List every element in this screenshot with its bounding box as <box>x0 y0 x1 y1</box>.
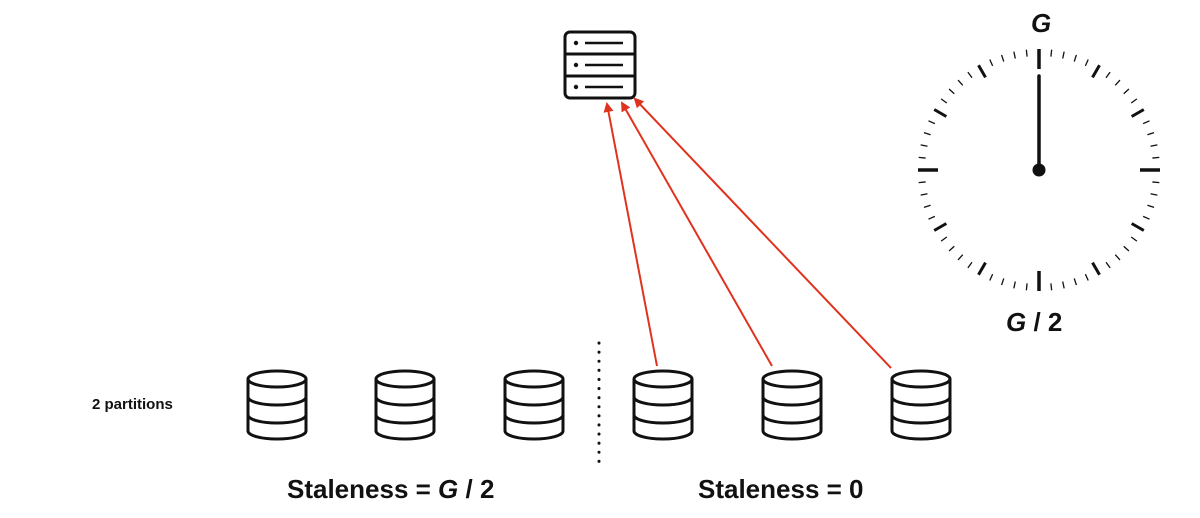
clock-tick <box>1152 156 1160 159</box>
staleness-left-value: G <box>438 474 459 504</box>
clock-tick <box>918 156 926 159</box>
clock-tick <box>923 131 931 136</box>
clock-tick <box>1142 120 1150 125</box>
clock-tick <box>957 79 964 86</box>
clock-tick <box>1025 49 1028 57</box>
clock-tick <box>977 261 987 276</box>
clock-tick <box>1130 98 1138 104</box>
clock-tick <box>967 71 973 79</box>
clock-tick <box>1084 273 1089 281</box>
clock-bottom-suffix: / 2 <box>1026 307 1063 337</box>
clock-bottom-label: G / 2 <box>1006 307 1062 338</box>
clock-tick <box>923 204 931 209</box>
sync-arrow <box>603 102 658 367</box>
clock-tick <box>1073 54 1078 62</box>
clock-tick <box>940 98 948 104</box>
clock-icon <box>918 49 1160 291</box>
clock-tick <box>977 64 987 79</box>
clock-tick <box>1114 254 1121 261</box>
clock-tick <box>920 193 928 196</box>
clock-ticks <box>918 49 1160 291</box>
clock-tick <box>1147 131 1155 136</box>
staleness-left-suffix: / 2 <box>458 474 495 504</box>
clock-tick <box>1105 71 1111 79</box>
partitions-label: 2 partitions <box>92 396 173 413</box>
clock-tick <box>1123 88 1130 95</box>
clock-tick <box>918 181 926 184</box>
database-icon <box>503 369 565 441</box>
clock-tick <box>1091 64 1101 79</box>
database-icon <box>374 369 436 441</box>
clock-tick <box>1000 278 1005 286</box>
clock-tick <box>1150 193 1158 196</box>
clock-tick <box>1091 261 1101 276</box>
clock-tick <box>989 59 994 67</box>
staleness-left-prefix: Staleness = <box>287 474 439 504</box>
database-icon <box>246 369 308 441</box>
sync-arrow <box>633 97 892 369</box>
clock-tick <box>928 215 936 220</box>
clock-tick <box>1123 245 1130 252</box>
clock-tick <box>948 88 955 95</box>
clock-tick <box>1152 181 1160 184</box>
clock-tick <box>1013 281 1016 289</box>
clock-tick <box>1000 54 1005 62</box>
clock-tick <box>1114 79 1121 86</box>
clock-tick <box>1050 283 1053 291</box>
staleness-right-label: Staleness = 0 <box>698 474 864 504</box>
clock-tick <box>933 108 948 118</box>
clock-tick <box>1013 51 1016 59</box>
clock-tick <box>1025 283 1028 291</box>
clock-top-label: G <box>1031 8 1052 38</box>
clock-tick <box>1142 215 1150 220</box>
clock-tick <box>1105 261 1111 269</box>
clock-tick <box>1050 49 1053 57</box>
clock-tick <box>1130 108 1145 118</box>
database-icon <box>890 369 952 441</box>
database-icon <box>761 369 823 441</box>
clock-tick <box>1062 51 1065 59</box>
database-icon <box>632 369 694 441</box>
clock-tick <box>928 120 936 125</box>
clock-tick <box>920 144 928 147</box>
clock-tick <box>1147 204 1155 209</box>
clock-tick <box>967 261 973 269</box>
clock-tick <box>989 273 994 281</box>
clock-tick <box>957 254 964 261</box>
clock-tick <box>940 236 948 242</box>
clock-tick <box>948 245 955 252</box>
clock-tick <box>1073 278 1078 286</box>
clock-tick <box>1130 222 1145 232</box>
clock-tick <box>1150 144 1158 147</box>
server-icon <box>563 30 637 100</box>
clock-bottom-var: G <box>1006 307 1027 337</box>
clock-tick <box>1084 59 1089 67</box>
sync-arrow <box>621 101 773 367</box>
clock-center <box>1032 163 1046 177</box>
clock-tick <box>1062 281 1065 289</box>
clock-tick <box>933 222 948 232</box>
clock-tick <box>1130 236 1138 242</box>
staleness-left-label: Staleness = G / 2 <box>287 474 494 505</box>
